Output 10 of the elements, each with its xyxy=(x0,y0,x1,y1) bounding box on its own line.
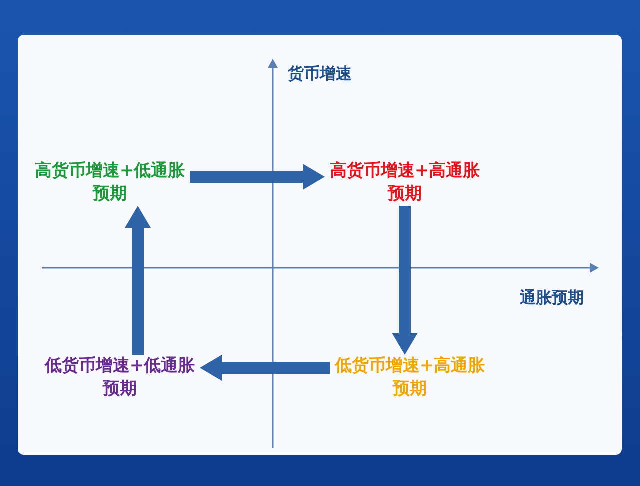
block-arrow xyxy=(200,355,330,381)
quadrant-label: 低货币增速+低通胀预期 xyxy=(44,355,196,401)
axis-label: 通胀预期 xyxy=(520,288,584,309)
block-arrow xyxy=(125,206,151,355)
block-arrow xyxy=(392,206,418,355)
block-arrow xyxy=(190,164,325,190)
quadrant-label: 高货币增速+高通胀预期 xyxy=(328,160,482,206)
quadrant-label: 高货币增速+低通胀预期 xyxy=(34,160,186,206)
axis-label: 货币增速 xyxy=(288,64,352,85)
quadrant-label: 低货币增速+高通胀预期 xyxy=(334,355,486,401)
